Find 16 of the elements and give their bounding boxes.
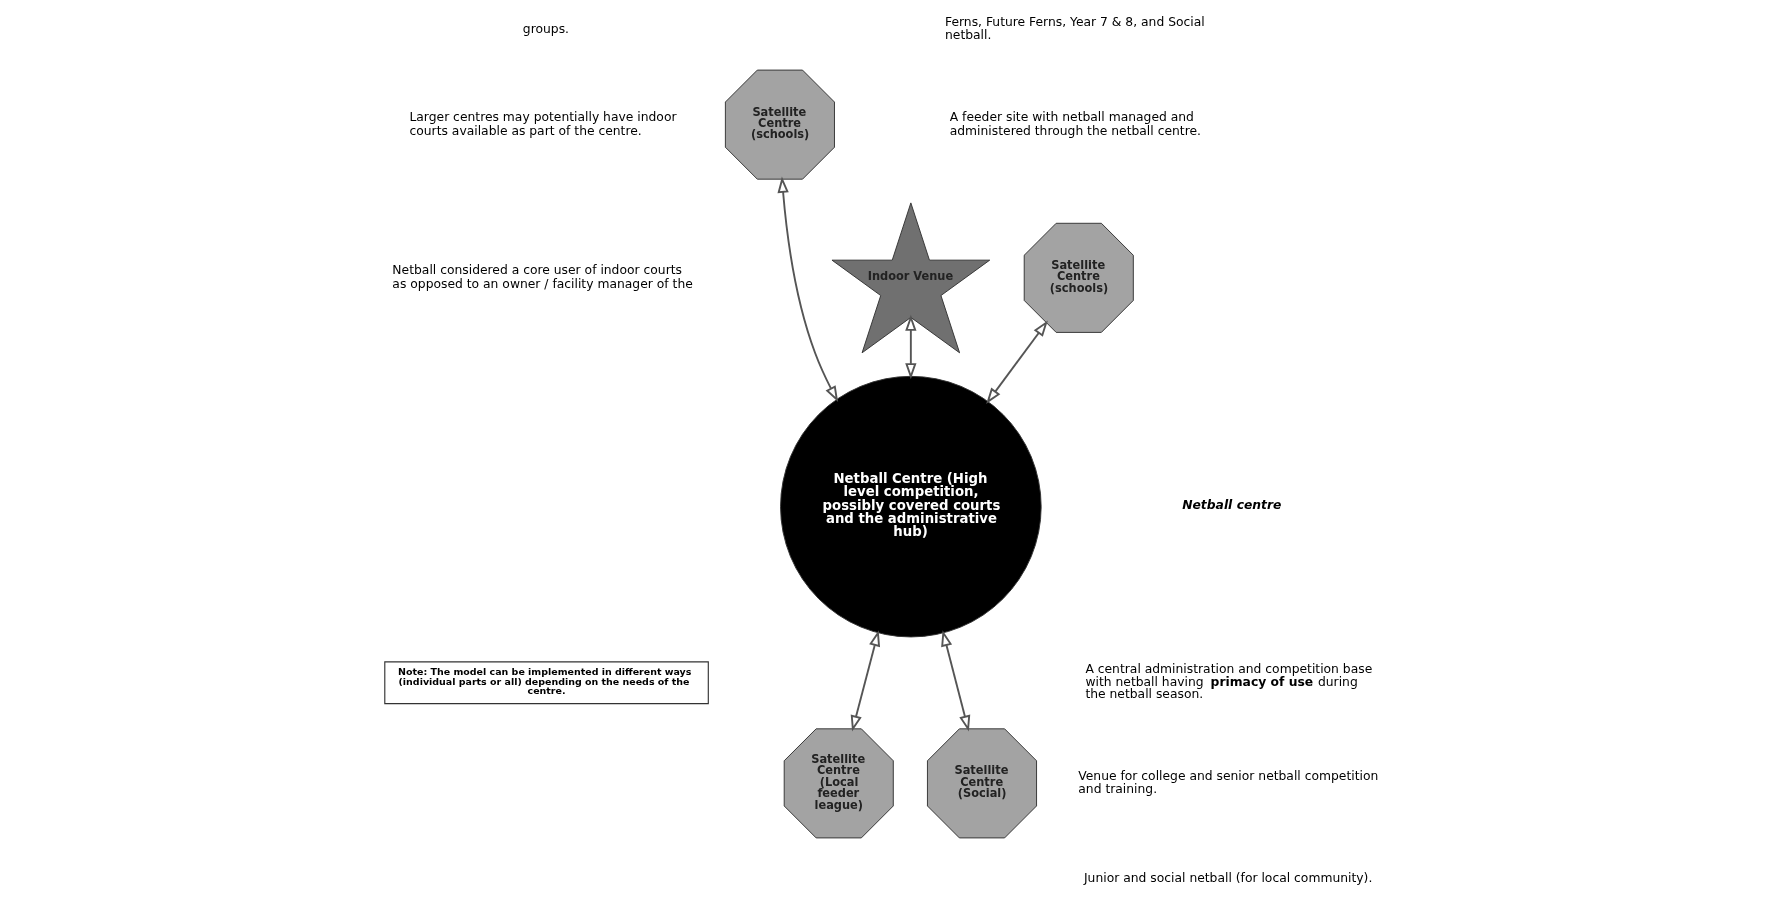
label: A feeder site with netball managed and administered through the netball centre.	[949, 110, 1201, 138]
arrow	[850, 630, 881, 732]
label: Netball centre	[1182, 497, 1282, 512]
label: groups.	[522, 21, 569, 36]
label: Venue for college and senior netball competition and training.	[1078, 768, 1379, 797]
arrow	[941, 630, 971, 732]
label: Larger centres may potentially have indoor courts available as part of the centre.	[409, 110, 677, 138]
arrow	[986, 320, 1048, 404]
label: Netball considered a core user of indoor courts as opposed to an owner / facility manager of the	[392, 263, 693, 291]
arrow	[777, 176, 839, 403]
label: A central administration and competition base with netball having primacy of use during the netball season.	[1085, 662, 1373, 701]
node-circle: Netball Centre (High level competition, possibly covered courts and the administrative hub)	[780, 375, 1042, 638]
label: Junior and social netball (for local community).	[1083, 870, 1373, 885]
label: Ferns, Future Ferns, Year 7 & 8, and Social netball.	[945, 14, 1205, 43]
node-box: Note: The model can be implemented in different ways (individual parts or all) depending on the needs of the centre.	[384, 661, 709, 705]
arrow	[905, 314, 917, 380]
